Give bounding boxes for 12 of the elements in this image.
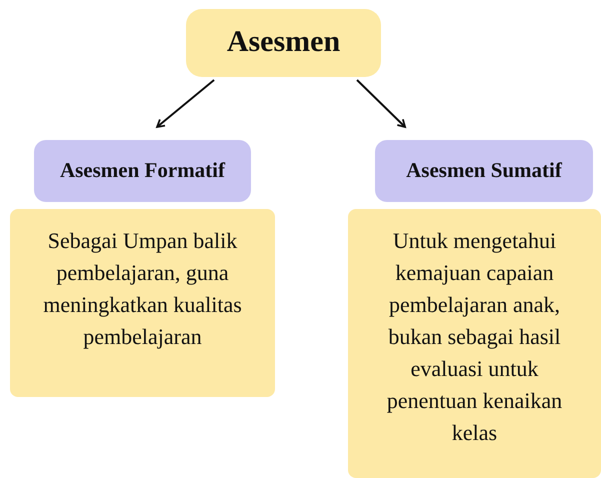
category-box — [34, 140, 251, 202]
root-box — [186, 9, 381, 77]
arrow — [156, 79, 215, 128]
description-box — [348, 209, 601, 478]
arrow — [356, 79, 406, 128]
description-text: Sebagai Umpan balik pembelajaran, guna meningkatkan kualitas pembelajaran — [42, 227, 243, 351]
description-box — [10, 209, 275, 397]
heading-text: Asesmen Formatif — [60, 157, 226, 184]
heading-text: Asesmen — [226, 24, 340, 60]
heading-text: Asesmen Sumatif — [406, 157, 562, 184]
category-box — [375, 140, 593, 202]
description-text: Untuk mengetahui kemajuan capaian pembelajaran anak, bukan sebagai hasil evaluasi untuk penentuan kenaikan kelas — [386, 227, 564, 447]
